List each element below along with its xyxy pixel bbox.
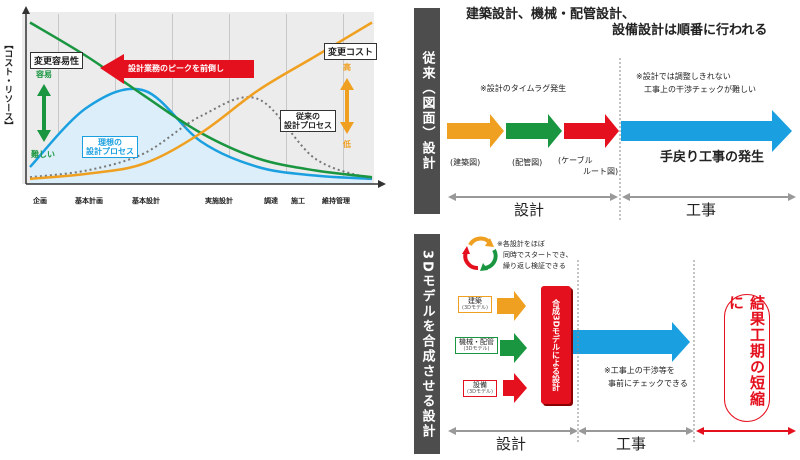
peak-shift-arrow: [100, 54, 254, 84]
architecture-3d-box: 建築(3Dモデル): [458, 296, 492, 314]
cost-arrow-down: [340, 122, 354, 134]
ideal-process-label: 理想の 設計プロセス: [82, 136, 138, 159]
top-phase-construction: 工事: [686, 201, 717, 219]
phase-label-2: 基本設計: [132, 197, 160, 205]
step-cable-label-1: (ケーブル: [558, 156, 593, 165]
old-process-line: [29, 96, 373, 180]
arrow-rework: [621, 110, 792, 152]
result-shorter-period-box: 結果工期の短縮に: [724, 294, 770, 422]
interference-note-line2: 事前にチェックできる: [608, 379, 688, 388]
cost-low-label: 低: [343, 140, 351, 149]
bottom-construction-axis-right-head: [686, 427, 694, 435]
phase-label-4: 調達: [264, 197, 278, 205]
top-design-axis-right-head: [610, 193, 618, 201]
equipment-3d-box: 設備(3Dモデル): [463, 380, 497, 398]
cycle-note-line1: ※各設計をほぼ: [497, 240, 545, 248]
step-piping-label: (配管図): [512, 158, 543, 167]
bottom-phase-design: 設計: [496, 435, 527, 453]
ease-arrow-down: [37, 130, 51, 142]
top-construction-axis-left-head: [622, 193, 630, 201]
arrow-architecture: [447, 114, 504, 148]
bottom-shortened-axis-right-head: [788, 427, 796, 435]
step-architecture-label: (建築図): [450, 158, 481, 167]
bottom-design-axis-left-head: [448, 427, 456, 435]
arrow-interference-check: [573, 322, 690, 362]
bottom-construction-axis-left-head: [578, 427, 586, 435]
ease-arrow-up: [37, 84, 51, 96]
interference-note-line1: ※工事上の干渉等を: [604, 366, 675, 375]
phase-label-0: 企画: [33, 197, 47, 205]
3d-model-design-label: 3Dモデルを合成させる設計: [419, 249, 435, 439]
peak-arrow-label: 設計業務のピークを前倒し: [128, 64, 224, 73]
top-construction-axis-right-head: [788, 193, 796, 201]
conventional-design-sidebar: 従来（図面）設計: [414, 8, 440, 214]
phase-label-5: 施工: [291, 197, 305, 205]
x-axis-head: [378, 180, 386, 188]
chart-ylabel: 【コスト・リソース】: [2, 40, 13, 130]
phase-label-3: 実施設計: [205, 197, 233, 205]
sequence-title-line1: 建築設計、機械・配管設計、: [466, 7, 636, 22]
result-shorter-period-label: 結果工期の短縮に: [727, 295, 766, 407]
rework-label: 手戻り工事の発生: [660, 150, 765, 165]
cost-arrow-up: [340, 78, 354, 90]
mechanical-piping-3d-box: 機械・配管(3Dモデル): [455, 337, 498, 355]
adjust-note-line2: 工事上の干渉チェックが難しい: [644, 85, 756, 94]
cycle-icon: [462, 236, 498, 271]
adjust-note-line1: ※設計では調整しきれない: [636, 72, 731, 81]
ease-high-label: 容易: [36, 70, 52, 79]
y-axis-head: [22, 6, 30, 14]
bottom-shortened-axis-left-head: [696, 427, 704, 435]
phase-label-6: 維持管理: [322, 197, 350, 205]
step-cable-label-2: ルート図): [583, 167, 619, 176]
ease-of-change-line: [29, 21, 373, 179]
arrow-3d-equipment: [503, 373, 527, 403]
bottom-design-axis-right-head: [570, 427, 578, 435]
sequence-title-line2: 設備設計は順番に行われる: [612, 23, 768, 38]
arrow-3d-piping: [500, 333, 527, 363]
ease-low-label: 難しい: [31, 150, 55, 159]
cycle-note-line2: 同時でスタートでき、: [503, 251, 573, 259]
phase-label-1: 基本計画: [75, 197, 103, 205]
merged-3d-model-label: 合成3Dモデルによる設計: [551, 298, 561, 392]
arrow-cable: [564, 114, 619, 148]
ideal-process-area: [30, 88, 372, 184]
old-process-label: 従来の 設計プロセス: [280, 110, 336, 133]
cost-high-label: 高: [343, 63, 351, 72]
bottom-phase-construction: 工事: [616, 435, 647, 453]
timelag-note: ※設計のタイムラグ発生: [480, 84, 567, 93]
top-phase-design: 設計: [514, 201, 545, 219]
cycle-note-line3: 繰り返し検証できる: [503, 262, 566, 270]
change-cost-label: 変更コスト: [324, 43, 378, 60]
arrow-3d-architecture: [497, 291, 526, 321]
arrow-piping: [506, 114, 562, 148]
ease-of-change-label: 変更容易性: [30, 52, 84, 69]
change-cost-line: [29, 21, 373, 181]
merged-3d-model-block: 合成3Dモデルによる設計: [541, 286, 571, 404]
3d-model-design-sidebar: 3Dモデルを合成させる設計: [414, 234, 440, 454]
conventional-design-label: 従来（図面）設計: [419, 51, 435, 171]
top-design-axis-left-head: [448, 193, 456, 201]
